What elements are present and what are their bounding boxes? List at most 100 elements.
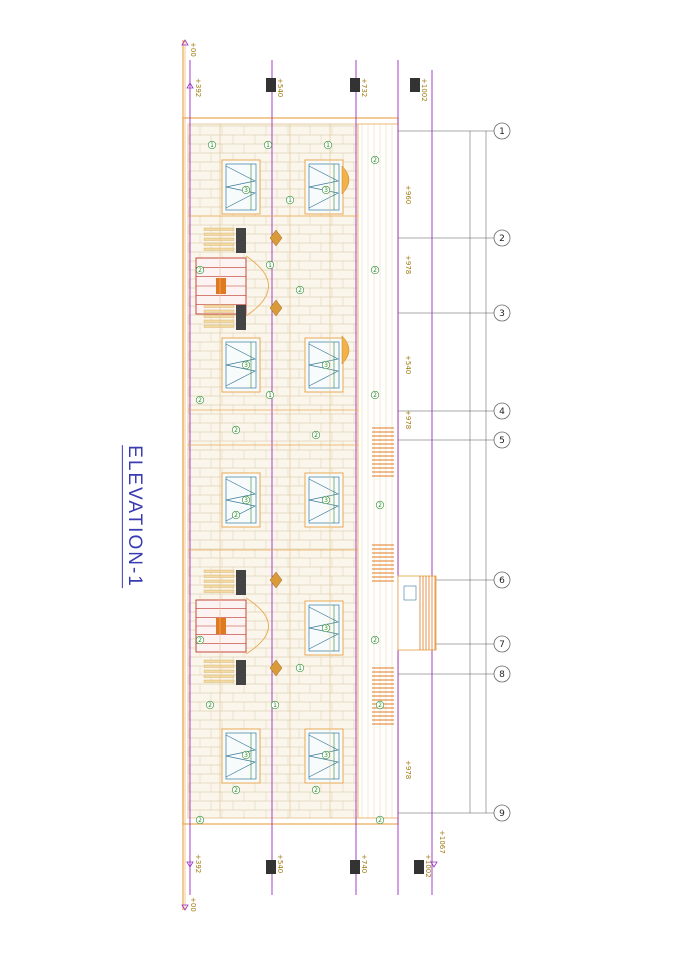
- grid-marker-label: 3: [499, 309, 505, 319]
- material-tag: [295, 663, 305, 673]
- material-tag: [241, 185, 251, 195]
- door-arch: [245, 597, 269, 655]
- baluster: [203, 309, 235, 313]
- material-tag: [241, 360, 251, 370]
- level-block: [350, 78, 360, 92]
- material-tag: [321, 623, 331, 633]
- material-tag: [311, 785, 321, 795]
- baluster: [203, 237, 235, 241]
- baluster: [203, 232, 235, 236]
- material-tag: [241, 495, 251, 505]
- baluster: [203, 669, 235, 673]
- material-tag: [231, 425, 241, 435]
- window-swing-line: [308, 343, 340, 387]
- baluster: [203, 584, 235, 588]
- door-arch: [245, 255, 269, 317]
- material-tag: [195, 265, 205, 275]
- material-tag-number: 1: [210, 142, 214, 149]
- baluster-row: [203, 569, 246, 595]
- material-tag-number: 2: [198, 397, 202, 404]
- material-tag-number: 1: [298, 665, 302, 672]
- material-tag-number: 2: [373, 392, 377, 399]
- level-block: [414, 860, 424, 874]
- material-tag: [270, 700, 280, 710]
- material-tag-number: 2: [378, 817, 382, 824]
- level-mark-mid: +978: [404, 410, 412, 429]
- level-mark-bottom: +00: [189, 897, 197, 912]
- material-tag-number: 2: [373, 637, 377, 644]
- material-tag: [321, 750, 331, 760]
- grid-marker-label: 8: [499, 670, 505, 680]
- level-mark-mid: +978: [404, 760, 412, 779]
- grid-bubble: [493, 402, 511, 420]
- window-frame: [221, 728, 261, 784]
- material-tag: [321, 495, 331, 505]
- level-mark-mid: +978: [404, 255, 412, 274]
- material-tag-number: 3: [244, 187, 248, 194]
- window-frame: [221, 337, 261, 393]
- material-tag-number: 3: [324, 752, 328, 759]
- material-tag: [323, 140, 333, 150]
- baluster-cap: [236, 305, 246, 330]
- material-tag: [207, 140, 217, 150]
- decorative-bracket: [269, 299, 283, 317]
- material-tag-number: 1: [266, 142, 270, 149]
- window: [221, 159, 261, 215]
- window: [221, 337, 261, 393]
- level-triangle: [181, 904, 189, 911]
- material-tag: [321, 360, 331, 370]
- entrance-canopy: [397, 575, 437, 651]
- material-tag-number: 2: [373, 267, 377, 274]
- baluster-cap: [236, 660, 246, 685]
- material-tag: [195, 815, 205, 825]
- material-tag-number: 3: [324, 625, 328, 632]
- material-tag: [195, 395, 205, 405]
- material-tag-number: 2: [198, 267, 202, 274]
- baluster: [203, 674, 235, 678]
- level-mark-top: +392: [194, 78, 202, 97]
- material-tag-number: 3: [244, 497, 248, 504]
- level-mark-bottom: +1002: [424, 854, 432, 878]
- level-block: [410, 78, 420, 92]
- material-tag: [370, 390, 380, 400]
- material-tag-number: 2: [314, 787, 318, 794]
- level-lines: [189, 60, 433, 895]
- material-tag: [241, 750, 251, 760]
- grid-marker-label: 6: [499, 576, 505, 586]
- window-swing-line: [225, 343, 257, 387]
- material-tag-number: 1: [326, 142, 330, 149]
- arched-door-bay: [195, 255, 269, 317]
- material-tag: [370, 265, 380, 275]
- baluster-row: [203, 227, 246, 253]
- level-mark-top: +1002: [420, 78, 428, 102]
- baluster: [203, 242, 235, 246]
- plinth-band: [357, 123, 399, 819]
- door-handle: [216, 278, 226, 294]
- window-swing-line: [308, 478, 340, 522]
- level-mark-top: +732: [360, 78, 368, 97]
- level-block: [350, 860, 360, 874]
- baluster-row: [203, 659, 246, 685]
- decorative-bracket: [269, 571, 283, 589]
- level-block: [266, 78, 276, 92]
- material-tag: [321, 185, 331, 195]
- canopy-window: [403, 585, 417, 601]
- material-tag-number: 1: [268, 392, 272, 399]
- material-tag-number: 3: [324, 187, 328, 194]
- material-tag: [231, 510, 241, 520]
- material-tag-number: 2: [198, 817, 202, 824]
- baluster-cap: [236, 570, 246, 595]
- material-tag-number: 2: [198, 637, 202, 644]
- grid-bubble: [493, 229, 511, 247]
- material-tag: [263, 140, 273, 150]
- baluster: [203, 247, 235, 251]
- window-swing-line: [225, 734, 257, 778]
- material-tag: [285, 195, 295, 205]
- material-tag: [265, 260, 275, 270]
- material-tag-number: 2: [378, 702, 382, 709]
- material-tag-number: 1: [288, 197, 292, 204]
- level-mark-top: +540: [276, 78, 284, 97]
- door-handle: [216, 618, 226, 634]
